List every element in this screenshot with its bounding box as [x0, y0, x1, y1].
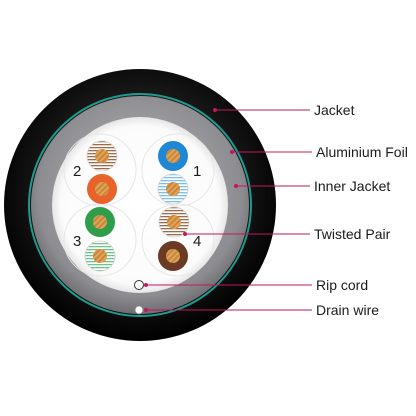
pair-3 — [84, 207, 116, 272]
pair-separator-tl — [63, 133, 137, 207]
pair-separator-br — [141, 203, 215, 277]
label-jacket: Jacket — [314, 102, 355, 118]
leader-lines — [144, 108, 312, 312]
pair-number-4: 4 — [193, 233, 201, 250]
pair-1 — [157, 141, 189, 205]
label-twisted-pair: Twisted Pair — [314, 226, 391, 242]
leader-dot-jacket — [213, 108, 217, 112]
label-rip-cord: Rip cord — [316, 277, 368, 293]
pair-number-1: 1 — [193, 163, 201, 180]
aluminium-foil-ring — [28, 93, 252, 317]
label-aluminium-foil: Aluminium Foil — [316, 144, 408, 160]
copper-core — [166, 249, 180, 263]
copper-core — [95, 149, 109, 163]
pair-number-3: 3 — [73, 233, 81, 250]
copper-core — [166, 149, 180, 163]
pair-4 — [158, 206, 190, 271]
drain-wire — [134, 305, 144, 315]
leader-dot-foil — [230, 150, 234, 154]
pair-separator-tr — [141, 133, 215, 207]
rip-cord — [134, 280, 144, 290]
pair-separator-bl — [63, 203, 137, 277]
leader-dot-twisted-pair — [183, 232, 187, 236]
copper-core — [95, 182, 109, 196]
copper-core — [166, 182, 180, 196]
leader-dot-rip-cord — [144, 283, 148, 287]
label-drain-wire: Drain wire — [316, 302, 379, 318]
copper-core — [93, 249, 107, 263]
pair-2 — [86, 140, 118, 204]
label-inner-jacket: Inner Jacket — [314, 178, 390, 194]
leader-dot-inner-jacket — [234, 184, 238, 188]
copper-core — [93, 215, 107, 229]
copper-core — [167, 215, 181, 229]
leader-dot-drain-wire — [144, 308, 148, 312]
pair-number-2: 2 — [73, 163, 81, 180]
